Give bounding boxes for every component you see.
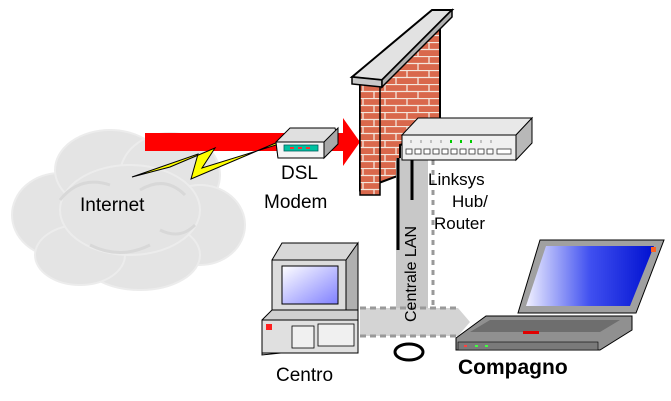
desktop-label: Centro <box>276 365 334 386</box>
internet-label: Internet <box>80 195 145 216</box>
router-label-router: Router <box>434 214 486 233</box>
dsl-label: DSL <box>281 163 318 184</box>
lan-label: Centrale LAN <box>403 225 420 322</box>
laptop-icon <box>455 239 665 351</box>
firewall-brick-wall-icon <box>349 8 455 196</box>
desktop-computer-icon <box>261 241 359 356</box>
cloud-icon <box>11 129 246 291</box>
modem-label: Modem <box>264 192 328 213</box>
router-hub-icon <box>400 116 534 162</box>
laptop-label: Compagno <box>458 356 568 379</box>
router-label-linksys: Linksys <box>428 170 485 189</box>
router-label-hub: Hub/ <box>452 192 488 211</box>
modem-icon <box>275 126 339 160</box>
lan-cable-band <box>360 158 470 362</box>
